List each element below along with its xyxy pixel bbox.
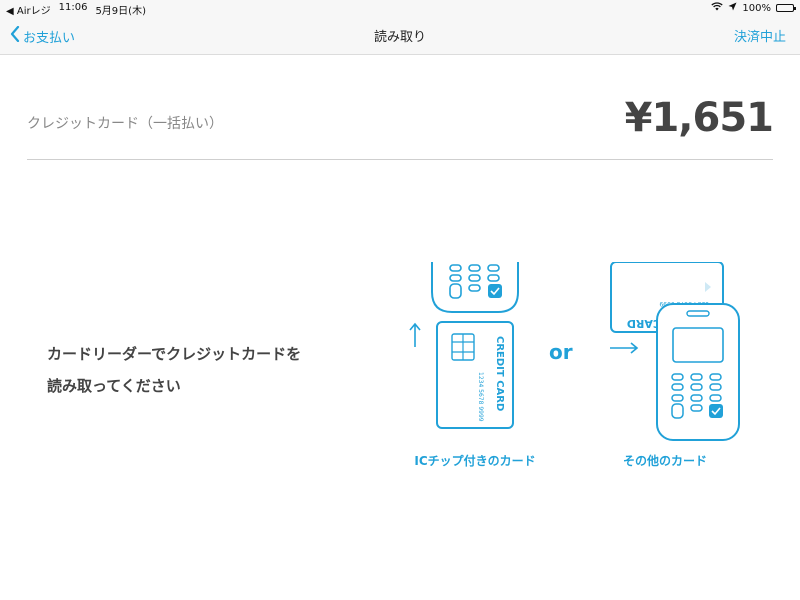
status-date: 5月9日(木)	[95, 6, 146, 17]
wifi-icon	[711, 2, 724, 14]
instruction-line-2: 読み取ってください	[47, 377, 181, 395]
other-card-caption: その他のカード	[622, 454, 707, 468]
status-bar: ◀ Airレジ 11:06 5月9日(木) 100%	[0, 0, 800, 17]
cancel-payment-button[interactable]: 決済中止	[733, 30, 786, 45]
chevron-left-icon	[10, 25, 23, 46]
or-label: or	[549, 340, 573, 364]
ic-card-caption: ICチップ付きのカード	[414, 454, 536, 468]
page-title: 読み取り	[373, 30, 426, 45]
status-time: 11:06	[58, 2, 88, 13]
payment-summary: クレジットカード（一括払い） ¥1,651	[27, 95, 774, 160]
payment-amount: ¥1,651	[624, 95, 774, 141]
ic-card-illustration: CREDIT CARD 1234 5678 9999	[405, 262, 525, 432]
battery-percent: 100%	[742, 2, 771, 14]
battery-icon	[776, 4, 796, 12]
card-number-text: 1234 5678 9999	[477, 372, 484, 422]
card-label-short-text: CARD	[627, 317, 661, 330]
back-button[interactable]: お支払い	[10, 25, 76, 46]
back-button-label: お支払い	[23, 30, 76, 46]
back-to-app-label[interactable]: ◀ Airレジ	[6, 6, 51, 17]
navigation-bar: お支払い 読み取り 決済中止	[0, 16, 800, 55]
instruction-text: カードリーダーでクレジットカードを 読み取ってください	[47, 338, 327, 402]
payment-method-label: クレジットカード（一括払い）	[27, 116, 223, 132]
swipe-card-illustration: 1234 5678 9999 CARD	[605, 262, 745, 442]
card-label-text: CREDIT CARD	[494, 336, 505, 411]
instruction-line-1: カードリーダーでクレジットカードを	[47, 345, 302, 363]
location-icon	[728, 2, 737, 14]
